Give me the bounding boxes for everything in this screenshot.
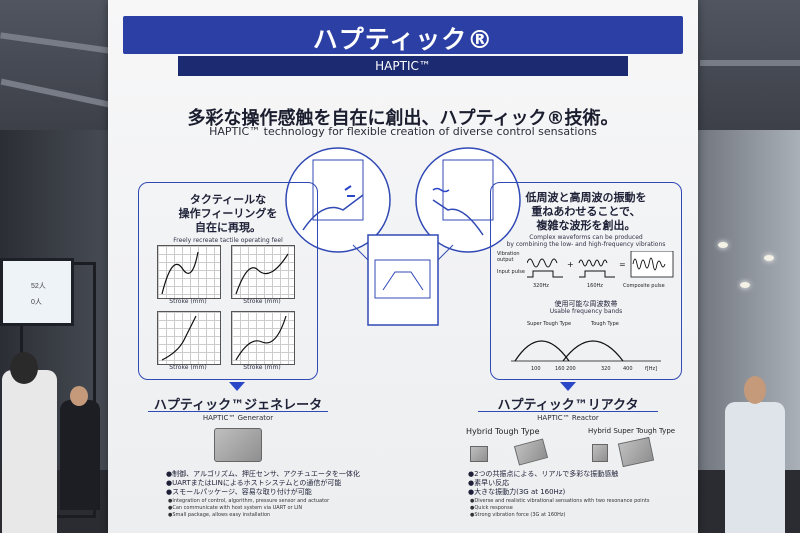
force-stroke-graph-3 xyxy=(157,311,221,365)
banner-subtitle: HAPTIC™ xyxy=(178,56,628,76)
generator-bullet-en-1: ●Integration of control, algorithm, pres… xyxy=(168,498,330,504)
reactor-bullet-en-1: ●Diverse and realistic vibrational sensa… xyxy=(470,498,650,504)
headline-en: HAPTIC™ technology for flexible creation… xyxy=(209,125,597,138)
bands-title-en: Usable frequency bands xyxy=(549,308,623,315)
generator-product-image xyxy=(214,428,262,462)
exhibit-board: ハプティック® HAPTIC™ 多彩な操作感触を自在に創出、ハプティック®技術。… xyxy=(108,0,698,533)
reactor-bullet-1: ●2つの共振点による、リアルで多彩な振動感触 xyxy=(468,470,619,478)
reactor-a-image xyxy=(513,438,549,466)
ceiling-beam xyxy=(700,60,800,66)
graph-axis-label: Stroke (mm) xyxy=(243,298,281,305)
down-arrow-icon xyxy=(229,382,245,391)
reactor-bullet-2: ●素早い反応 xyxy=(468,479,510,487)
left-title-2: 操作フィーリングを xyxy=(178,207,278,220)
ceiling-light xyxy=(718,242,728,248)
input-pulse-label: Input pulse xyxy=(497,269,525,275)
staff-head xyxy=(744,376,766,404)
generator-title: ハプティック™ジェネレータ xyxy=(153,398,323,413)
generator-bullet-3: ●スモールパッケージ、容易な取り付けが可能 xyxy=(166,488,312,496)
reactor-b-small-image xyxy=(592,444,608,462)
graph-axis-label: Stroke (mm) xyxy=(169,364,207,371)
down-arrow-icon xyxy=(560,382,576,391)
freq-320-label: 320Hz xyxy=(533,283,549,289)
display-monitor: 52人 0人 xyxy=(0,258,74,326)
reactor-bullet-3: ●大きな振動力(3G at 160Hz) xyxy=(468,488,566,496)
title-banner: ハプティック® xyxy=(123,16,683,54)
force-stroke-graph-4 xyxy=(231,311,295,365)
tick-400: 400 xyxy=(623,366,633,372)
tick-320: 320 xyxy=(601,366,611,372)
band-b-label: Tough Type xyxy=(591,321,619,327)
monitor-count-2: 0人 xyxy=(31,299,42,306)
generator-bullet-2: ●UARTまたはLINによるホストシステムとの通信が可能 xyxy=(166,479,342,487)
reactor-subtitle: HAPTIC™ Reactor xyxy=(537,414,599,422)
graph-axis-label: Stroke (mm) xyxy=(169,298,207,305)
visitor-head xyxy=(10,352,38,384)
ceiling-light xyxy=(764,255,774,261)
frequency-bands-graph xyxy=(511,340,661,362)
reactor-title: ハプティック™リアクタ xyxy=(497,398,639,413)
vibration-panel: 低周波と高周波の振動を 重ねあわせることで、 複雑な波形を創出。 Complex… xyxy=(490,182,682,380)
vibration-output-label: Vibration output xyxy=(497,251,520,263)
left-caption: Freely recreate tactile operating feel xyxy=(173,237,283,244)
svg-text:=: = xyxy=(619,260,626,269)
force-stroke-graph-1 xyxy=(157,245,221,299)
device-illustration xyxy=(285,147,521,326)
left-title-1: タクティールな xyxy=(189,193,267,206)
staff-member xyxy=(725,402,785,533)
headline-jp: 多彩な操作感触を自在に創出、ハプティック®技術。 xyxy=(187,108,619,129)
generator-bullet-1: ●制御、アルゴリズム、押圧センサ、アクチュエータを一体化 xyxy=(166,470,360,478)
generator-divider xyxy=(148,411,328,412)
visitor xyxy=(60,400,100,510)
tactile-feel-panel: タクティールな 操作フィーリングを 自在に再現。 Freely recreate… xyxy=(138,182,318,380)
right-title-2: 重ねあわせることで、 xyxy=(531,205,641,218)
reactor-bullet-en-2: ●Quick response xyxy=(470,505,513,511)
right-caption-2: by combining the low- and high-frequency… xyxy=(506,241,666,248)
freq-160-label: 160Hz xyxy=(587,283,603,289)
tick-160-200: 160 200 xyxy=(555,366,576,372)
right-title-1: 低周波と高周波の振動を xyxy=(525,191,647,204)
waveform-diagram: + = xyxy=(527,251,674,278)
composite-label: Composite pulse xyxy=(623,283,665,289)
monitor-count-1: 52人 xyxy=(31,283,46,290)
ceiling-light xyxy=(740,282,750,288)
left-title-3: 自在に再現。 xyxy=(195,221,261,234)
right-caption-1: Complex waveforms can be produced xyxy=(529,234,643,241)
graph-axis-label: Stroke (mm) xyxy=(243,364,281,371)
type-b-label: Hybrid Super Tough Type xyxy=(588,427,676,435)
reactor-bullet-en-3: ●Strong vibration force (3G at 160Hz) xyxy=(470,512,566,518)
reactor-a-small-image xyxy=(470,446,488,462)
visitor-head xyxy=(70,386,88,406)
reactor-b-image xyxy=(617,436,655,468)
generator-subtitle: HAPTIC™ Generator xyxy=(202,414,274,422)
generator-bullet-en-2: ●Can communicate with host system via UA… xyxy=(168,505,303,511)
axis-unit: f[Hz] xyxy=(645,366,658,372)
visitor xyxy=(2,370,57,533)
banner-title: ハプティック® xyxy=(312,25,494,54)
band-a-label: Super Tough Type xyxy=(527,321,572,327)
bands-title-jp: 使用可能な周波数帯 xyxy=(554,300,618,308)
svg-text:+: + xyxy=(567,260,574,269)
tick-100: 100 xyxy=(531,366,541,372)
force-stroke-graph-2 xyxy=(231,245,295,299)
type-a-label: Hybrid Tough Type xyxy=(466,427,540,436)
reactor-divider xyxy=(478,411,658,412)
generator-bullet-en-3: ●Small package, allows easy installation xyxy=(168,512,271,518)
right-title-3: 複雑な波形を創出。 xyxy=(536,219,636,232)
